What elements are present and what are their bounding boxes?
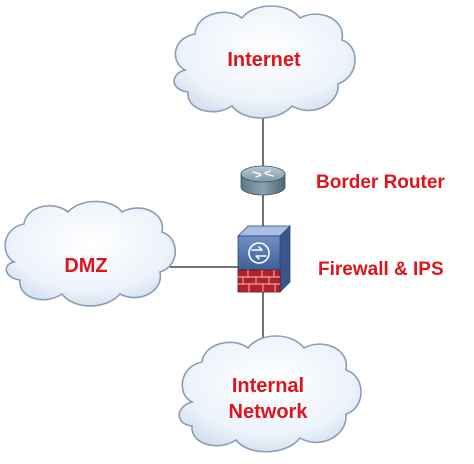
border-router-label: Border Router — [316, 172, 445, 193]
border-router: Border Router — [240, 165, 445, 196]
cloud-icon — [178, 335, 362, 453]
firewall-ips: Firewall & IPS — [237, 225, 444, 293]
firewall-icon — [237, 225, 291, 293]
router-icon — [240, 165, 286, 196]
cloud-internal-network: Internal Network — [178, 335, 362, 453]
cloud-icon — [173, 5, 356, 119]
cloud-dmz: DMZ — [4, 200, 176, 307]
cloud-icon — [4, 200, 176, 307]
internet-label: Internet — [227, 49, 301, 71]
firewall-label: Firewall & IPS — [318, 259, 444, 280]
dmz-label: DMZ — [64, 255, 107, 277]
cloud-internet: Internet — [173, 5, 356, 119]
internal-network-label-line2: Network — [229, 401, 309, 423]
internal-network-label-line1: Internal — [232, 375, 304, 397]
